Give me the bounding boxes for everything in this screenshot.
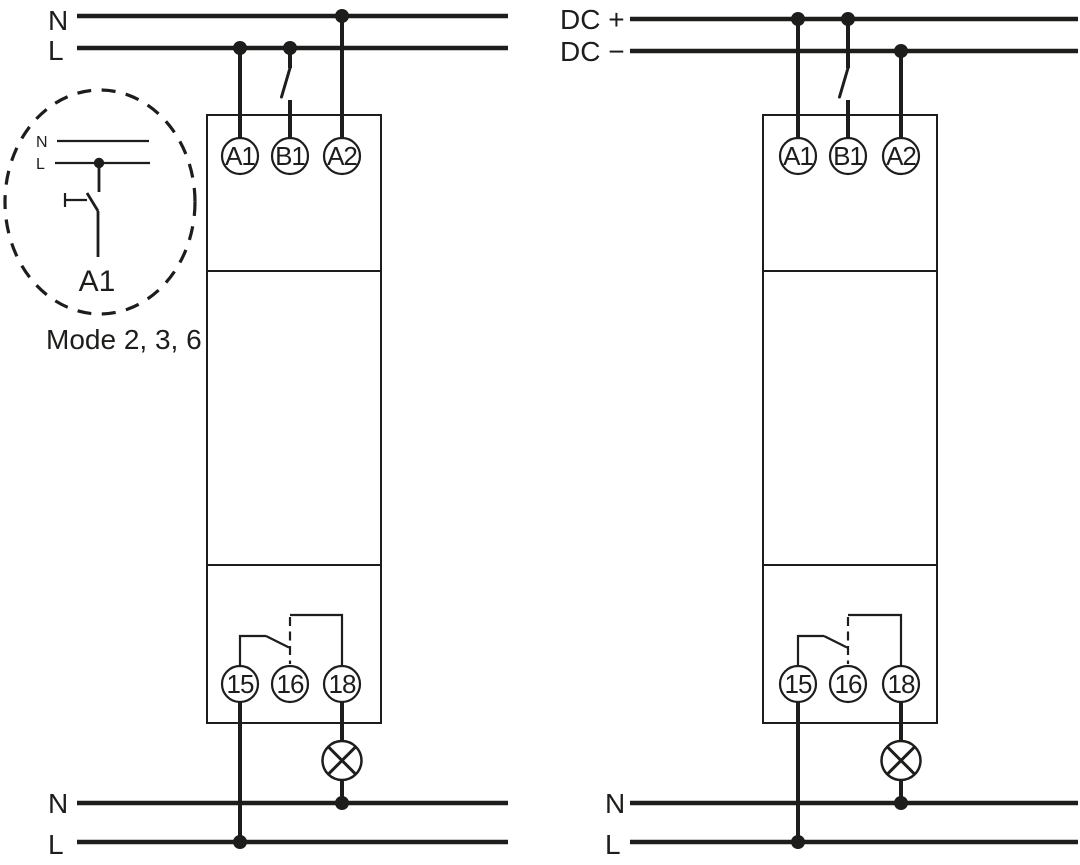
terminal-circle [828, 136, 868, 176]
dc-terminal-18: 18 [881, 664, 921, 704]
ac-device-body [206, 114, 382, 724]
dc-bottom-line-label: L [605, 829, 621, 860]
ac-terminal-16: 16 [270, 664, 310, 704]
terminal-label: 16 [277, 669, 304, 699]
junction-dot [283, 41, 297, 55]
terminal-label: A2 [327, 141, 357, 171]
junction-dot [335, 796, 349, 810]
dc-device-body [762, 114, 938, 724]
terminal-circle [270, 136, 310, 176]
dc-diagram: DC + DC − A1 [560, 4, 1078, 860]
terminal-label: B1 [275, 141, 305, 171]
ac-top-line-label: L [48, 35, 64, 66]
ac-terminal-18: 18 [322, 664, 362, 704]
inset-dashed-circle [3, 88, 197, 316]
terminal-label: 16 [835, 669, 862, 699]
terminal-label: 18 [888, 669, 915, 699]
dc-bottom-neutral-label: N [605, 788, 625, 819]
ac-terminal-15: 15 [220, 664, 260, 704]
terminal-label: 15 [227, 669, 254, 699]
push-button-blade [85, 192, 100, 212]
mode-inset: N L A1 Mode 2, 3, 6 [3, 88, 202, 355]
dc-b1-switch-blade [838, 66, 850, 99]
terminal-circle [778, 136, 818, 176]
dc-terminal-b1: B1 [828, 136, 868, 176]
inset-neutral-label: N [36, 134, 48, 151]
terminal-label: 15 [785, 669, 812, 699]
push-button-symbol [63, 192, 100, 212]
ac-b1-switch-symbol [280, 48, 292, 138]
terminal-circle [828, 664, 868, 704]
contact-common-lead [796, 634, 824, 666]
junction-dot [894, 796, 908, 810]
junction-dot [841, 12, 855, 26]
ac-terminal-a1: A1 [220, 136, 260, 176]
lamp-cross-line [886, 745, 916, 776]
ac-diagram: N L A1 B1 [48, 5, 508, 860]
ac-b1-switch-blade [280, 66, 292, 99]
dc-relay-contact-symbol [796, 613, 903, 666]
lamp-symbol [321, 739, 363, 782]
terminal-label: 18 [329, 669, 356, 699]
dc-plus-label: DC + [560, 4, 625, 35]
terminal-label: A1 [783, 141, 813, 171]
ac-terminal-b1: B1 [270, 136, 310, 176]
contact-blade [823, 635, 848, 649]
junction-dot [335, 9, 349, 23]
junction-dot [233, 41, 247, 55]
dc-minus-label: DC − [560, 36, 625, 67]
junction-dot [894, 44, 908, 58]
terminal-circle [220, 136, 260, 176]
lamp-symbol [880, 739, 922, 782]
ac-bottom-neutral-label: N [48, 788, 68, 819]
terminal-circle [881, 136, 921, 176]
contact-blade [265, 635, 290, 649]
terminal-label: B1 [833, 141, 863, 171]
ac-relay-contact-symbol [238, 613, 344, 666]
terminal-circle [270, 664, 310, 704]
contact-no-lead [290, 613, 344, 666]
dc-terminal-a1: A1 [778, 136, 818, 176]
inset-terminal-label: A1 [79, 265, 116, 298]
dc-terminal-a2: A2 [881, 136, 921, 176]
mode-caption: Mode 2, 3, 6 [46, 324, 202, 355]
ac-top-neutral-label: N [48, 5, 68, 36]
terminal-label: A2 [886, 141, 916, 171]
junction-dot [233, 835, 247, 849]
dc-terminal-15: 15 [778, 664, 818, 704]
terminal-circle [322, 136, 362, 176]
contact-no-lead [848, 613, 903, 666]
dc-b1-switch-symbol [838, 19, 850, 138]
junction-dot [791, 835, 805, 849]
inset-line-label: L [36, 156, 45, 173]
terminal-label: A1 [225, 141, 255, 171]
dc-terminal-16: 16 [828, 664, 868, 704]
lamp-cross-line [327, 745, 357, 776]
junction-dot [791, 12, 805, 26]
ac-terminal-a2: A2 [322, 136, 362, 176]
ac-bottom-line-label: L [48, 829, 64, 860]
contact-common-lead [238, 634, 266, 666]
